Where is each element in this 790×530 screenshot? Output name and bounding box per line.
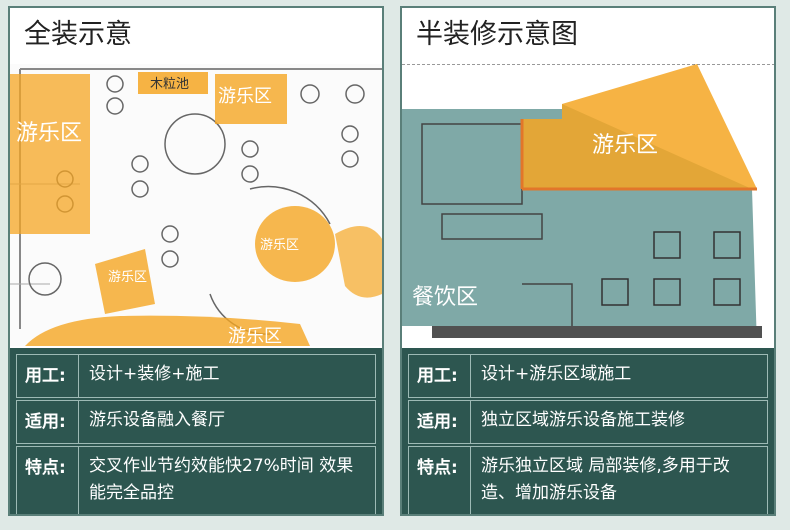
zone-small-highlight — [95, 249, 155, 314]
info-row-feature: 特点: 游乐独立区域 局部装修,多用于改造、增加游乐设备 — [408, 446, 768, 514]
row-key: 适用: — [409, 401, 471, 443]
zone-top-label: 游乐区 — [218, 86, 272, 107]
floor-plan-half: 游乐区 餐饮区 — [402, 64, 774, 346]
play-zone — [522, 64, 757, 189]
floor-plan-full: 游乐区 木粒池 游乐区 游乐区 游乐区 游乐区 — [10, 64, 382, 346]
row-value: 设计+装修+施工 — [89, 364, 220, 384]
row-value: 交叉作业节约效能快27%时间 效果能完全品控 — [89, 456, 354, 503]
wood-pool-label: 木粒池 — [150, 77, 189, 92]
zone-mid-label: 游乐区 — [260, 238, 299, 253]
full-decoration-card: 全装示意 — [8, 6, 384, 516]
row-key: 特点: — [17, 447, 79, 514]
info-table-half: 用工: 设计+游乐区域施工 适用: 独立区域游乐设备施工装修 特点: 游乐独立区… — [402, 348, 774, 514]
zone-left-highlight — [10, 74, 90, 234]
floor-plan-full-svg: 游乐区 木粒池 游乐区 游乐区 游乐区 游乐区 — [10, 64, 382, 346]
info-row-applicable: 适用: 独立区域游乐设备施工装修 — [408, 400, 768, 444]
row-key: 特点: — [409, 447, 471, 514]
zone-top-highlight — [215, 74, 287, 124]
row-key: 用工: — [17, 355, 79, 397]
info-row-labor: 用工: 设计+游乐区域施工 — [408, 354, 768, 398]
zone-bottom-highlight — [25, 315, 310, 346]
row-value: 设计+游乐区域施工 — [481, 364, 632, 384]
play-zone-label: 游乐区 — [592, 133, 658, 158]
zone-mid-highlight — [255, 206, 335, 282]
row-value: 游乐设备融入餐厅 — [89, 410, 225, 430]
zone-left-label: 游乐区 — [16, 121, 82, 146]
card-title: 全装示意 — [24, 19, 132, 50]
row-key: 适用: — [17, 401, 79, 443]
zone-small-label: 游乐区 — [108, 270, 147, 285]
info-row-applicable: 适用: 游乐设备融入餐厅 — [16, 400, 376, 444]
zone-bottom-label: 游乐区 — [228, 326, 282, 346]
dining-zone-label: 餐饮区 — [412, 285, 478, 310]
floor-plan-half-svg: 游乐区 餐饮区 — [402, 64, 774, 346]
info-row-labor: 用工: 设计+装修+施工 — [16, 354, 376, 398]
info-row-feature: 特点: 交叉作业节约效能快27%时间 效果能完全品控 — [16, 446, 376, 514]
row-key: 用工: — [409, 355, 471, 397]
wood-pool-zone — [138, 72, 208, 94]
row-value: 游乐独立区域 局部装修,多用于改造、增加游乐设备 — [481, 456, 730, 503]
info-table-full: 用工: 设计+装修+施工 适用: 游乐设备融入餐厅 特点: 交叉作业节约效能快2… — [10, 348, 382, 514]
row-value: 独立区域游乐设备施工装修 — [481, 410, 685, 430]
card-title: 半装修示意图 — [416, 19, 578, 50]
half-decoration-card: 半装修示意图 — [400, 6, 776, 516]
